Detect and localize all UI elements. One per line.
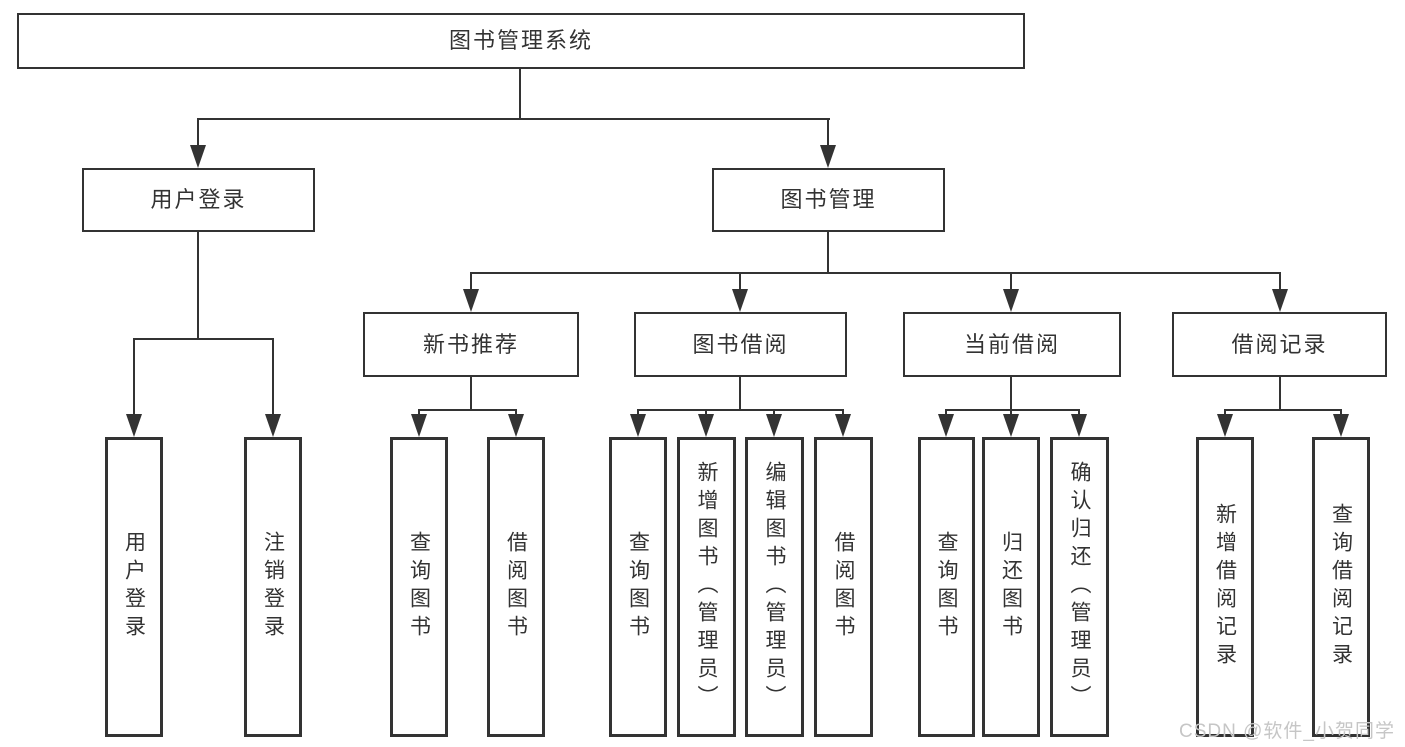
node-query-books-1: 查询图书	[390, 437, 448, 737]
arrow-down-icon	[190, 145, 206, 168]
connector-line	[197, 118, 199, 150]
node-borrow-books-1: 借阅图书	[487, 437, 545, 737]
node-label: 查询图书	[626, 531, 650, 643]
arrow-down-icon	[508, 414, 524, 437]
connector-line	[470, 272, 1281, 274]
connector-line	[739, 272, 741, 294]
connector-line	[637, 409, 844, 411]
connector-line	[197, 231, 199, 339]
connector-line	[1010, 272, 1012, 294]
node-edit-book-admin: 编辑图书（管理员）	[745, 437, 804, 737]
node-book-management: 图书管理	[712, 168, 945, 232]
node-label: 新书推荐	[422, 331, 519, 357]
node-label: 借阅记录	[1231, 331, 1328, 357]
arrow-down-icon	[732, 289, 748, 312]
node-add-borrow-record: 新增借阅记录	[1196, 437, 1254, 737]
node-query-books-2: 查询图书	[609, 437, 667, 737]
arrow-down-icon	[411, 414, 427, 437]
arrow-down-icon	[463, 289, 479, 312]
node-label: 用户登录	[150, 187, 247, 212]
arrow-down-icon	[1217, 414, 1233, 437]
connector-line	[1279, 377, 1281, 411]
connector-line	[197, 118, 830, 120]
arrow-down-icon	[1071, 414, 1087, 437]
arrow-down-icon	[766, 414, 782, 437]
node-label: 借阅图书	[832, 531, 855, 643]
node-label: 图书管理	[780, 187, 877, 212]
node-label: 查询图书	[407, 531, 431, 643]
node-confirm-return-admin: 确认归还（管理员）	[1050, 437, 1109, 737]
node-label: 查询图书	[935, 531, 958, 643]
node-label: 新增借阅记录	[1213, 503, 1237, 671]
node-query-borrow-record: 查询借阅记录	[1312, 437, 1370, 737]
arrow-down-icon	[938, 414, 954, 437]
node-root: 图书管理系统	[17, 13, 1025, 69]
node-label: 注销登录	[261, 531, 285, 643]
node-label: 编辑图书（管理员）	[763, 461, 786, 713]
node-borrow-books-2: 借阅图书	[814, 437, 873, 737]
arrow-down-icon	[1003, 414, 1019, 437]
connector-line	[827, 118, 829, 150]
node-current-borrowing: 当前借阅	[903, 312, 1121, 377]
node-root-label: 图书管理系统	[448, 28, 593, 53]
node-user-login: 用户登录	[82, 168, 315, 232]
arrow-down-icon	[265, 414, 281, 437]
watermark: CSDN @软件_小贺同学	[1179, 721, 1395, 742]
node-label: 新增图书（管理员）	[695, 461, 718, 713]
node-new-book-recommend: 新书推荐	[363, 312, 579, 377]
node-add-book-admin: 新增图书（管理员）	[677, 437, 736, 737]
arrow-down-icon	[698, 414, 714, 437]
connector-line	[133, 338, 135, 418]
connector-line	[470, 377, 472, 411]
arrow-down-icon	[1333, 414, 1349, 437]
node-query-books-3: 查询图书	[918, 437, 975, 737]
connector-line	[1224, 409, 1342, 411]
connector-line	[519, 69, 521, 120]
node-label: 归还图书	[999, 531, 1023, 643]
node-return-book: 归还图书	[982, 437, 1040, 737]
node-label: 查询借阅记录	[1329, 503, 1353, 671]
connector-line	[272, 338, 274, 418]
node-book-borrowing: 图书借阅	[634, 312, 847, 377]
arrow-down-icon	[126, 414, 142, 437]
node-label: 当前借阅	[963, 331, 1060, 357]
node-label: 图书借阅	[692, 331, 789, 357]
node-label: 用户登录	[122, 531, 146, 643]
connector-line	[133, 338, 274, 340]
connector-line	[739, 377, 741, 411]
connector-line	[1279, 272, 1281, 294]
connector-line	[418, 409, 517, 411]
node-logout-leaf: 注销登录	[244, 437, 302, 737]
connector-line	[470, 272, 472, 294]
arrow-down-icon	[630, 414, 646, 437]
arrow-down-icon	[835, 414, 851, 437]
connector-line	[827, 231, 829, 274]
connector-line	[1010, 377, 1012, 411]
node-borrowing-records: 借阅记录	[1172, 312, 1387, 377]
node-label: 借阅图书	[504, 531, 528, 643]
connector-line	[946, 409, 1080, 411]
arrow-down-icon	[1272, 289, 1288, 312]
node-user-login-leaf: 用户登录	[105, 437, 163, 737]
arrow-down-icon	[820, 145, 836, 168]
node-label: 确认归还（管理员）	[1068, 461, 1091, 713]
arrow-down-icon	[1003, 289, 1019, 312]
